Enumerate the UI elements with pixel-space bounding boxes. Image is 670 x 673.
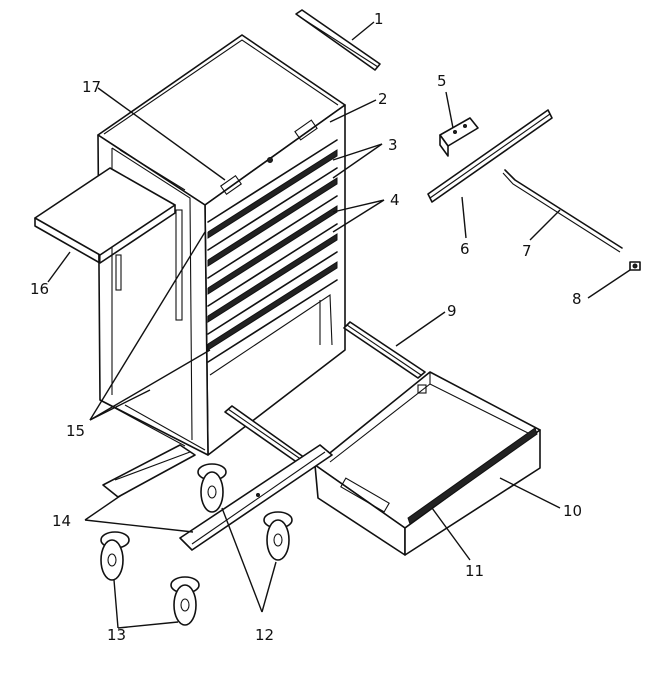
- label-10: 10: [563, 502, 582, 520]
- leader-lines: [47, 21, 631, 629]
- casters-12: [197, 463, 293, 561]
- label-3: 3: [388, 136, 398, 154]
- label-16: 16: [30, 280, 49, 298]
- tool-cabinet: [97, 34, 346, 456]
- rail-1: [295, 9, 381, 71]
- label-5: 5: [437, 72, 447, 90]
- label-9: 9: [447, 302, 457, 320]
- rod-7: [502, 169, 623, 253]
- label-7: 7: [522, 242, 532, 260]
- label-8: 8: [572, 290, 582, 308]
- label-1: 1: [374, 10, 384, 28]
- casters-13: [100, 531, 200, 626]
- label-12: 12: [255, 626, 274, 644]
- label-4: 4: [390, 191, 400, 209]
- knob-8: [629, 261, 641, 271]
- slide-rail-6: [427, 109, 553, 203]
- label-6: 6: [460, 240, 470, 258]
- bracket-5: [439, 117, 479, 157]
- drawer-10: [314, 371, 541, 556]
- label-14: 14: [52, 512, 71, 530]
- label-15: 15: [66, 422, 85, 440]
- label-17: 17: [82, 78, 101, 96]
- label-13: 13: [107, 626, 126, 644]
- drawer-handle-11: [407, 427, 538, 525]
- label-2: 2: [378, 90, 388, 108]
- side-shelf: [34, 167, 176, 264]
- cabinet-drawers: [207, 139, 338, 363]
- label-11: 11: [465, 562, 484, 580]
- caster-plates-14: [102, 444, 333, 551]
